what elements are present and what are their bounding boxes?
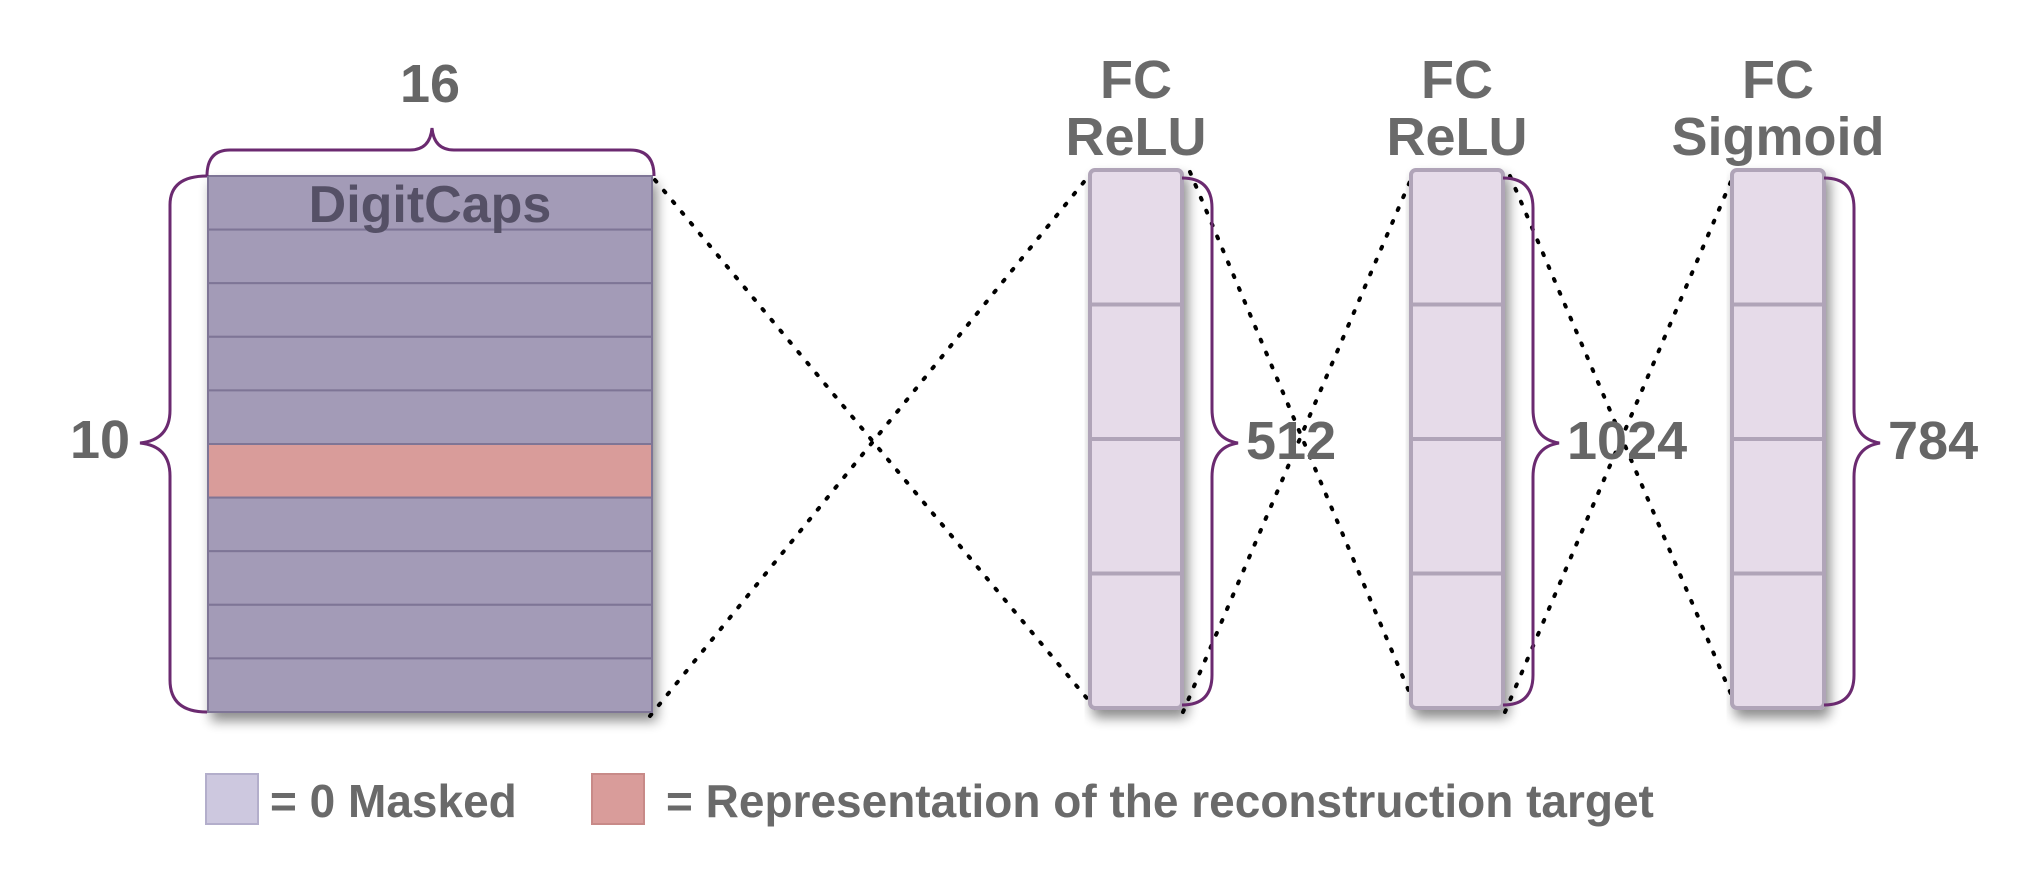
fc-layer-size-label: 1024 [1567,411,1687,471]
width-brace [205,127,656,177]
legend: = 0 Masked = Representation of the recon… [205,773,1654,827]
fc-layer-activation-label: ReLU [1065,107,1206,167]
connection-line [1181,170,1416,714]
legend-masked-swatch [205,773,259,825]
fc-layer-activation-label: ReLU [1386,107,1527,167]
fc-layer-size-label: 784 [1888,411,1978,471]
digitcaps-row-masked [207,657,653,714]
legend-target-swatch [591,773,645,825]
connection-lines [648,170,1739,718]
fc-layer-brace [1502,176,1560,707]
connection-line [1503,170,1737,714]
fc-layer-brace [1181,176,1239,707]
digitcaps-matrix [207,175,653,714]
fc-layer-type-label: FC [1100,50,1172,110]
digitcaps-row-masked [207,228,653,285]
fc-layer-type-label: FC [1421,50,1493,110]
connection-line [1508,174,1739,710]
legend-target-label: = Representation of the reconstruction t… [666,775,1654,827]
connection-line [1188,170,1418,710]
digitcaps-row-masked [207,496,653,553]
height-brace [139,174,208,714]
width-label: 16 [400,54,460,114]
digitcaps-row-masked [207,550,653,606]
fc-layer-column [1088,168,1184,710]
digitcaps-row-masked [207,175,653,231]
digitcaps-title: DigitCaps [309,176,552,234]
fc-layer-column [1730,168,1826,710]
digitcaps-row-masked [207,335,653,392]
fc-layer-activation-label: Sigmoid [1672,107,1885,167]
height-label: 10 [70,410,130,470]
legend-masked-label: = 0 Masked [270,775,517,827]
fc-layer-type-label: FC [1742,50,1814,110]
digitcaps-row-target [207,443,653,499]
fc-layer-brace [1823,176,1881,707]
digitcaps-row-masked [207,282,653,338]
connection-line [653,178,1097,710]
digitcaps-row-masked [207,389,653,445]
fc-layer-size-label: 512 [1246,411,1336,471]
connection-line [648,170,1094,718]
digitcaps-row-masked [207,603,653,660]
fc-layer-column [1409,168,1505,710]
